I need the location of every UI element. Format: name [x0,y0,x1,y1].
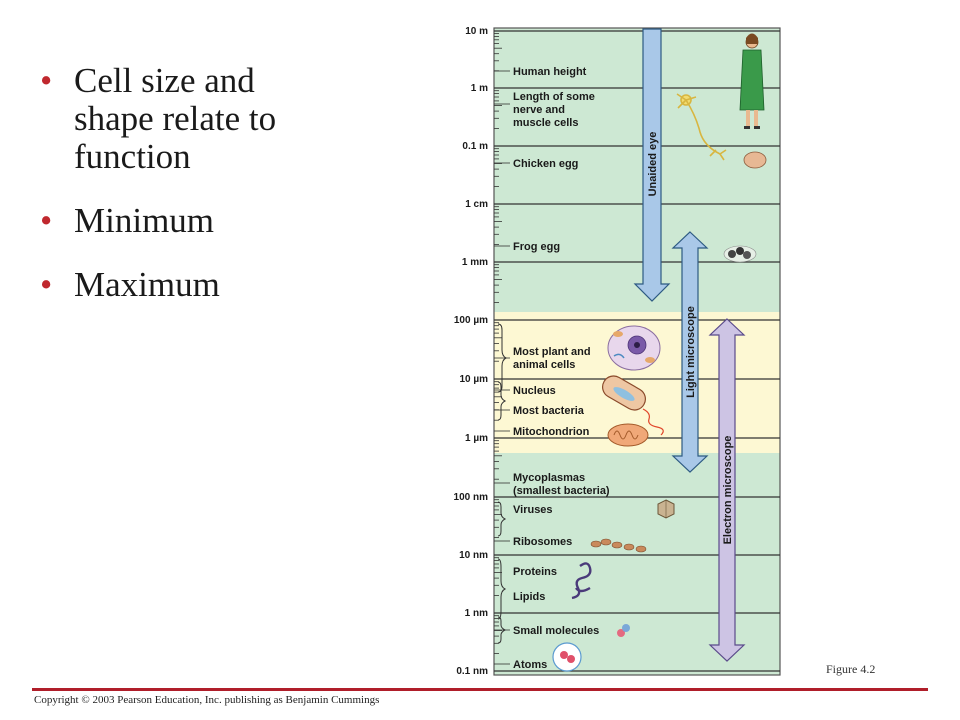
bullet-text: Maximum [74,265,220,304]
label-lipids: Lipids [513,591,545,603]
label-mitochondrion: Mitochondrion [513,426,590,438]
scale-label: 1 nm [465,608,488,619]
electron-microscope-arrow: Electron microscope [708,318,746,662]
label-frog-egg: Frog egg [513,241,560,253]
human-figure-icon [739,33,765,129]
light-microscope-label: Light microscope [685,306,697,398]
scale-label: 10 m [465,26,488,37]
label-bacteria: Most bacteria [513,405,585,417]
label-proteins: Proteins [513,566,557,578]
scale-label: 100 nm [454,492,489,503]
bullet-text: Minimum [74,201,215,240]
animal-cell-icon [607,325,661,371]
bullet-dot-icon: • [40,201,53,240]
frog-egg-icon [723,245,757,263]
label-plant-1: Most plant and [513,346,591,358]
scale-label: 10 nm [459,550,488,561]
bullet-dot-icon: • [40,265,53,304]
label-myco-1: Mycoplasmas [513,472,585,484]
unaided-eye-label: Unaided eye [647,132,659,197]
band-green-upper [494,28,780,312]
label-nerve-3: muscle cells [513,117,578,129]
label-atoms: Atoms [513,659,547,671]
footer-rule [32,688,928,691]
size-scale-figure: 10 m 1 m 0.1 m 1 cm 1 mm 100 µm 10 µm 1 … [454,26,781,677]
label-ribosomes: Ribosomes [513,536,572,548]
bullet-minimum: • Minimum [40,202,320,240]
label-small-molecules: Small molecules [513,625,599,637]
scale-label: 0.1 nm [456,666,488,677]
label-myco-2: (smallest bacteria) [513,485,610,497]
label-nerve-2: nerve and [513,104,565,116]
label-plant-2: animal cells [513,359,575,371]
bullet-text: Cell size and shape relate to function [74,61,277,176]
scale-label: 100 µm [454,315,488,326]
scale-label: 1 µm [465,433,488,444]
copyright-notice: Copyright © 2003 Pearson Education, Inc.… [34,694,380,706]
scale-label: 1 cm [465,199,488,210]
scale-label: 1 m [471,83,488,94]
item-leaders [494,70,510,665]
item-labels: Human height Length of some nerve and mu… [513,66,610,671]
scale-label: 0.1 m [462,141,488,152]
range-braces [497,323,508,644]
bullet-maximum: • Maximum [40,266,320,304]
figure-caption: Figure 4.2 [826,662,876,676]
bullet-cell-size: • Cell size and shape relate to function [40,62,320,176]
protein-icon [571,562,592,600]
label-human-height: Human height [513,66,587,78]
label-nerve-1: Length of some [513,91,595,103]
electron-microscope-label: Electron microscope [722,436,734,545]
ribosome-icon [590,538,647,553]
virus-icon [657,499,675,519]
bullet-dot-icon: • [40,61,53,100]
mitochondrion-icon [607,423,649,447]
bacterium-icon [602,375,664,436]
light-microscope-arrow: Light microscope [671,231,709,473]
scale-labels: 10 m 1 m 0.1 m 1 cm 1 mm 100 µm 10 µm 1 … [454,26,489,677]
small-molecule-icon [617,624,630,637]
unaided-eye-arrow: Unaided eye [633,28,671,302]
label-chicken-egg: Chicken egg [513,158,578,170]
figure-border [493,27,781,676]
bullet-list: •Cell size and shape relate to function … [40,62,320,330]
chicken-egg-icon [743,151,767,169]
label-nucleus: Nucleus [513,385,556,397]
label-viruses: Viruses [513,504,553,516]
scale-label: 10 µm [459,374,488,385]
scale-label: 1 mm [462,257,488,268]
atom-icon [552,642,582,672]
nerve-cell-icon [676,93,727,161]
